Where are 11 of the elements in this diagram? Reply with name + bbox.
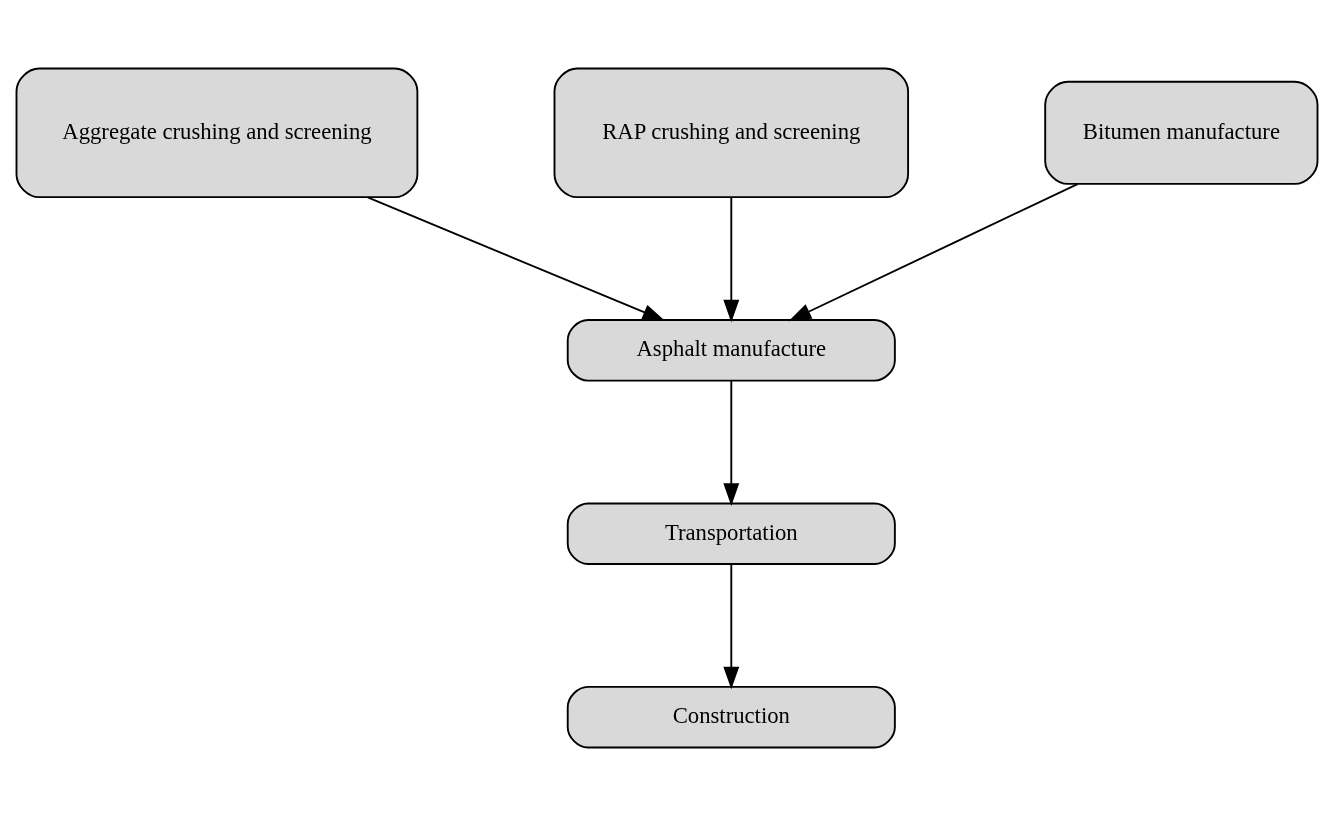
arrow (723, 196, 740, 323)
arrow (366, 195, 666, 321)
node-box: RAP crushing and screening (553, 67, 910, 198)
node-box: Transportation (566, 502, 896, 565)
node-box: Aggregate crushing and screening (15, 67, 419, 198)
node-box: Asphalt manufacture (566, 318, 896, 382)
arrow (723, 379, 740, 506)
node-box: Bitumen manufacture (1044, 80, 1319, 185)
node-box: Construction (566, 685, 896, 748)
arrow (723, 563, 740, 689)
arrow (788, 182, 1079, 321)
